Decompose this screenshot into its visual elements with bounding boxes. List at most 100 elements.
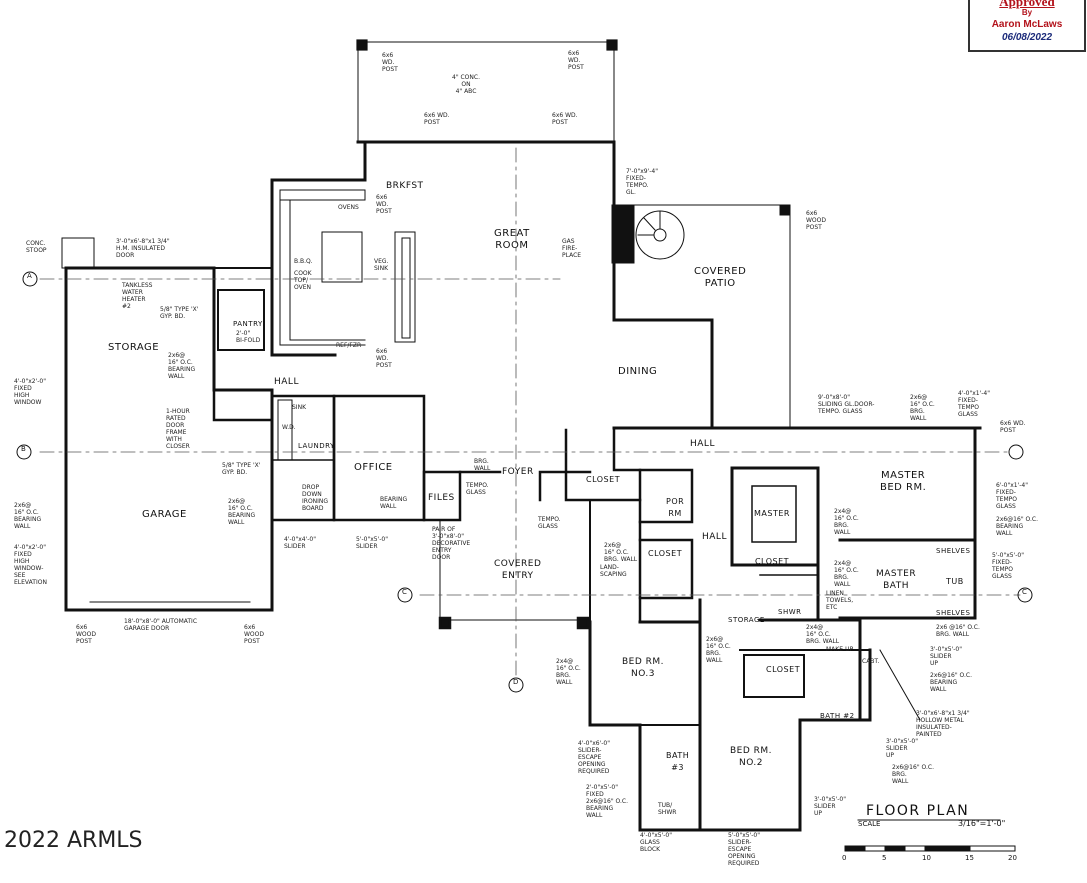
stamp-date: 06/08/2022 [1001, 32, 1053, 43]
great-room-walls [213, 140, 982, 430]
note-fixed-tempo-4: 5'-0"x5'-0" FIXED- TEMPO GLASS [992, 552, 1024, 580]
note-brg-wall-7: 2x6@16" O.C. BRG. WALL [892, 764, 934, 785]
stamp-status: Approved [999, 0, 1055, 9]
note-tempo-glass-1: TEMPO. GLASS [466, 482, 489, 496]
note-slider-3: 3'-0"x5'-0" SLIDER UP [930, 646, 962, 667]
note-brg-wall-4: 2x4@ 16" O.C. BRG. WALL [834, 560, 859, 588]
scale-bar-0: 0 [842, 854, 847, 862]
central-bath-closet-walls [564, 426, 694, 624]
note-brg-wall-5: 2x4@ 16" O.C. BRG. WALL [806, 624, 840, 645]
scale-bar-10: 10 [922, 854, 931, 862]
note-slider-7: 5'-0"x5'-0" SLIDER- ESCAPE OPENING REQUI… [728, 832, 760, 867]
room-great-room: GREAT ROOM [494, 228, 530, 251]
stamp-by: By [1021, 8, 1033, 17]
scale-bar [844, 819, 1016, 852]
room-hall-1: HALL [274, 377, 299, 387]
note-rated-door: 1-HOUR RATED DOOR FRAME WITH CLOSER [166, 408, 190, 450]
note-gyp-bd-2: 5/8" TYPE 'X' GYP. BD. [222, 462, 261, 476]
plan-title: FLOOR PLAN [866, 803, 970, 819]
note-wd-post-tr: 6x6 WD. POST [568, 50, 584, 71]
room-tub: TUB [946, 577, 964, 586]
note-slider-6: 4'-0"x6'-0" SLIDER- ESCAPE OPENING REQUI… [578, 740, 610, 775]
room-shelves-1: SHELVES [936, 547, 971, 555]
room-bed-2: BED RM. NO.2 [730, 746, 773, 768]
note-bi-fold: 2'-0" BI-FOLD [236, 330, 261, 344]
watermark: 2022 ARMLS [4, 828, 143, 853]
note-slider-2: 5'-0"x5'-0" SLIDER [356, 536, 388, 550]
laundry-office-walls [212, 388, 462, 522]
scale-value: 3/16"=1'-0" [958, 819, 1006, 828]
scale-bar-5: 5 [882, 854, 887, 862]
room-shwr: SHWR [778, 608, 802, 616]
room-bed-3: BED RM. NO.3 [622, 657, 665, 679]
note-drop-down-board: DROP DOWN IRONING BOARD [302, 484, 329, 512]
pantry-walls [217, 289, 265, 351]
note-fixed-window: 2'-0"x5'-0" FIXED 2x6@16" O.C. BEARING W… [586, 784, 628, 819]
note-brg-wall-8: 2x6@ 16" O.C. BRG. WALL [706, 636, 731, 664]
room-master-closet: MASTER CLOSET [754, 509, 790, 566]
note-slider-4: 3'-0"x5'-0" SLIDER UP [886, 738, 918, 759]
note-ovens: OVENS [338, 204, 359, 211]
note-linen: LINEN TOWELS, ETC [826, 590, 854, 611]
bedroom-3-walls [588, 598, 702, 832]
note-bearing-wall-2: 2x6@ 16" O.C. BEARING WALL [228, 498, 256, 526]
note-brg-wall-1: BRG. WALL [474, 458, 491, 472]
grid-lines [39, 147, 1021, 681]
note-wd-post-kitchen-2: 6x6 WD. POST [376, 348, 392, 369]
note-sliding-door: 9'-0"x8'-0" SLIDING GL.DOOR- TEMPO. GLAS… [818, 394, 875, 415]
note-make-up: MAKE-UP [826, 646, 854, 653]
entry-walls [438, 470, 592, 630]
note-wd-post-tl: 6x6 WD. POST [382, 52, 398, 73]
room-hall-2: HALL [690, 439, 715, 449]
note-glass-block: 4'-0"x5'-0" GLASS BLOCK [640, 832, 672, 853]
note-water-heater: TANKLESS WATER HEATER #2 [122, 282, 153, 310]
note-brg-wall-9: 2x4@ 16" O.C. BRG. WALL [556, 658, 581, 686]
room-garage: GARAGE [142, 509, 187, 520]
note-slider-1: 4'-0"x4'-0" SLIDER [284, 536, 316, 550]
approval-stamp: Approved By Aaron McLaws 06/08/2022 [968, 0, 1086, 52]
note-hollow-metal-door: 3'-0"x6'-8"x1 3/4" HOLLOW METAL INSULATE… [916, 710, 970, 738]
note-wd-post-mr: 6x6 WD. POST [552, 112, 578, 126]
room-brkfst: BRKFST [386, 181, 424, 191]
note-fixed-high-window-1: 4'-0"x2'-0" FIXED HIGH WINDOW [14, 378, 46, 406]
note-fixed-tempo-1: 7'-0"x9'-4" FIXED- TEMPO. GL. [626, 168, 658, 196]
note-veg-sink: VEG. SINK [374, 258, 389, 272]
grid-tag-b: B [21, 445, 26, 453]
scale-bar-20: 20 [1008, 854, 1017, 862]
note-landscaping: LAND- SCAPING [600, 564, 627, 578]
room-foyer: FOYER [502, 467, 534, 477]
note-brg-wall-2: 2x6@ 16" O.C. BRG. WALL [910, 394, 935, 422]
note-tempo-glass-2: TEMPO. GLASS [538, 516, 561, 530]
room-bath-3: BATH #3 [666, 751, 690, 772]
master-suite-walls [730, 426, 977, 722]
room-hall-3: HALL [702, 532, 727, 542]
note-tub-shower: TUB/ SHWR [658, 802, 677, 816]
note-sink: SINK [292, 404, 307, 411]
grid-tag-a: A [27, 272, 32, 280]
note-wd-post-kitchen: 6x6 WD. POST [376, 194, 392, 215]
room-covered-patio: COVERED PATIO [694, 266, 747, 289]
note-garage-door: 18'-0"x8'-0" AUTOMATIC GARAGE DOOR [124, 618, 198, 632]
note-wd-post-right: 6x6 WD. POST [1000, 420, 1026, 434]
note-wood-post-gl: 6x6 WOOD POST [76, 624, 96, 645]
note-fixed-high-window-2: 4'-0"x2'-0" FIXED HIGH WINDOW- SEE ELEVA… [14, 544, 47, 586]
room-files: FILES [428, 493, 455, 503]
note-insulated-door: 3'-0"x6'-8"x1 3/4" H.M. INSULATED DOOR [116, 238, 170, 259]
room-storage-2: STORAGE [728, 616, 765, 624]
note-wd: W.D. [282, 424, 296, 431]
note-wood-post-patio: 6x6 WOOD POST [806, 210, 826, 231]
covered-patio-outline [611, 204, 791, 429]
note-bbq: B.B.Q. [294, 258, 313, 265]
room-closet-3: CLOSET [766, 665, 801, 674]
note-cabinet: CABT. [862, 658, 880, 665]
note-bearing-wall-6: 2x6@16" O.C. BEARING WALL [996, 516, 1038, 537]
note-bearing-wall-7: 2x6@16" O.C. BEARING WALL [930, 672, 972, 693]
room-bath-2: BATH #2 [820, 712, 855, 720]
note-wood-post-gr: 6x6 WOOD POST [244, 624, 264, 645]
room-office: OFFICE [354, 462, 393, 473]
grid-tag-d: D [513, 678, 519, 686]
room-laundry: LAUNDRY [298, 442, 335, 450]
covered-porch-top [356, 39, 618, 144]
note-bearing-wall-3: 2x6@ 16" O.C. BEARING WALL [14, 502, 42, 530]
